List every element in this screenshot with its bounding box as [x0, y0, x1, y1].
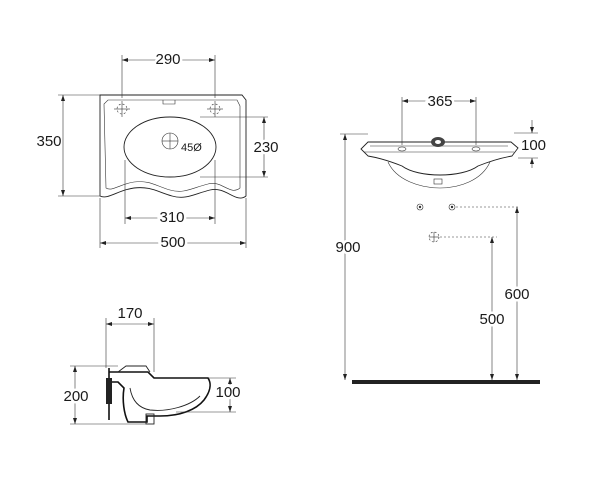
side-view: 170 200 100 [61, 305, 243, 425]
dim-100-side: 100 [215, 384, 240, 401]
top-view: 290 350 230 45Ø 310 500 [36, 49, 281, 254]
water-inlet-left [416, 203, 424, 211]
tap-hole-right [207, 101, 223, 117]
water-inlet-right [448, 203, 456, 211]
drain-front [433, 178, 443, 185]
wall-bracket [106, 378, 112, 404]
basin-slab-front [360, 141, 519, 176]
dim-200: 200 [63, 388, 88, 405]
dim-365: 365 [427, 93, 452, 110]
hole-diameter-label: 45Ø [181, 142, 202, 154]
dim-290: 290 [155, 51, 180, 68]
basin-outline-top [99, 94, 247, 199]
basin-profile-side [109, 371, 211, 423]
tap-hole-left [114, 101, 130, 117]
bowl-oval [123, 116, 217, 178]
dim-900: 900 [335, 239, 360, 256]
basin-bowl-front [387, 161, 491, 189]
dim-500: 500 [160, 234, 185, 251]
dim-350: 350 [36, 133, 61, 150]
dim-600: 600 [504, 286, 529, 303]
dim-500-front: 500 [479, 311, 504, 328]
dim-230: 230 [253, 139, 278, 156]
dim-310: 310 [159, 209, 184, 226]
waste-outlet [428, 231, 440, 243]
front-view: 365 100 900 [333, 91, 546, 384]
dim-100-front: 100 [521, 137, 546, 154]
overflow-slot [162, 100, 176, 105]
basin-rim-top [103, 99, 241, 192]
dim-170: 170 [117, 305, 142, 322]
